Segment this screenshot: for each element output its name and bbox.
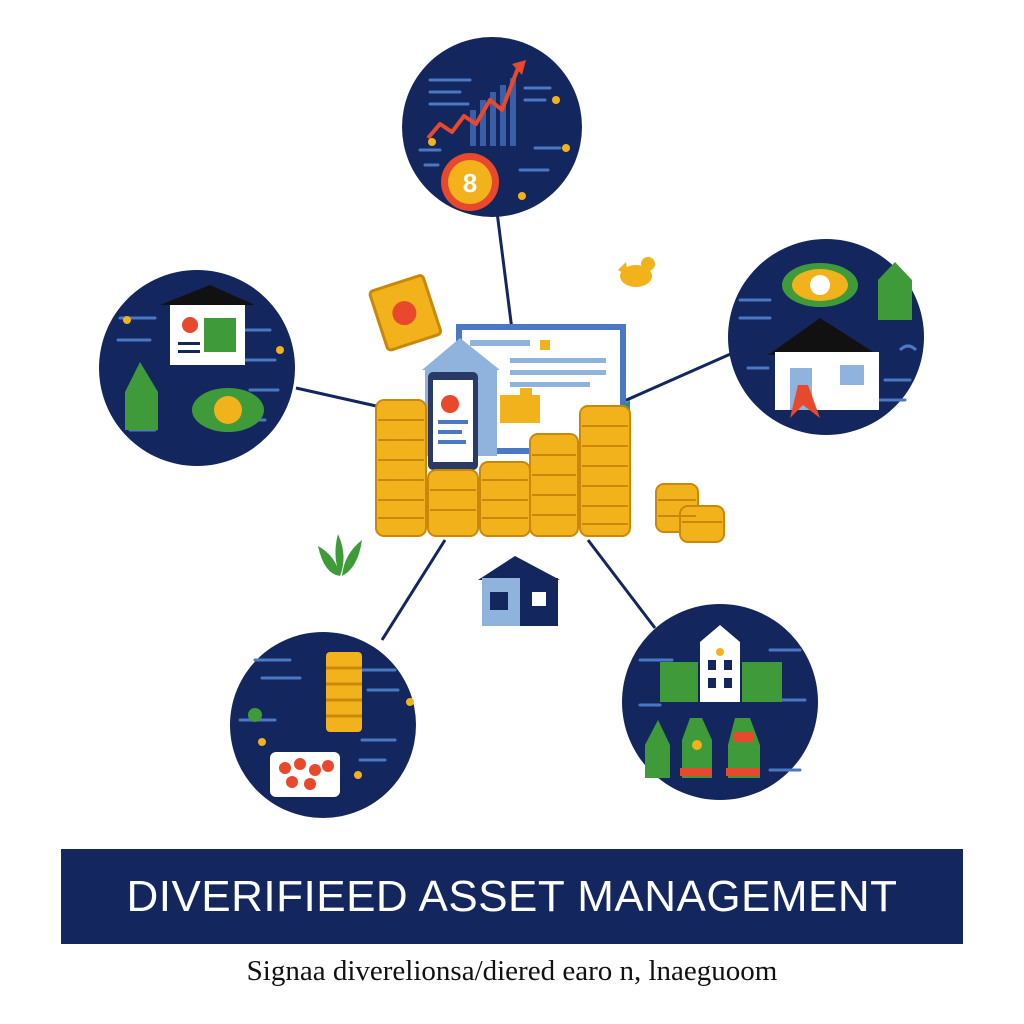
banner-title: DIVERIFIEED ASSET MANAGEMENT (126, 871, 898, 921)
connector-bottom-right (586, 539, 657, 629)
growth-chart-node: 8 (402, 37, 582, 217)
bar-chart-icon (470, 78, 516, 146)
house-roof-icon (160, 285, 255, 305)
connector-lines (295, 211, 736, 641)
dash-lines (418, 78, 562, 172)
small-house-icon (478, 556, 560, 626)
cash-icon (192, 388, 264, 432)
tablet-icon (428, 372, 478, 470)
tree-row-left (660, 662, 698, 702)
arrow-up-icon (512, 60, 526, 75)
line-chart-icon (426, 67, 520, 140)
connector-right (621, 350, 736, 404)
house-icon (768, 318, 879, 410)
leaf-icon (318, 534, 362, 576)
connector-left (295, 386, 386, 410)
svg-text:8: 8 (463, 168, 477, 198)
coin-ridges (378, 419, 722, 525)
location-pin-icon (790, 385, 820, 418)
coin-icon: 8 (441, 153, 499, 211)
documents-node (99, 270, 295, 466)
bird-icon (618, 257, 655, 287)
connector-bottom-left (380, 539, 447, 641)
commodities-node (230, 632, 416, 818)
bank-building-icon (700, 625, 740, 702)
subtitle: Signaa diverelionsa/diered earo n, lnaeg… (246, 955, 778, 987)
real-estate-node (728, 239, 924, 435)
connector-top (495, 211, 514, 331)
tree-icon (878, 262, 912, 320)
title-banner: DIVERIFIEED ASSET MANAGEMENT (61, 849, 963, 944)
gems-icon (270, 752, 340, 797)
tree-row-right (742, 662, 782, 702)
coin-icon (782, 263, 858, 307)
institution-node (622, 604, 818, 800)
tree-icon (125, 362, 158, 430)
figurine-icon (680, 718, 760, 778)
folder-icon (500, 388, 540, 423)
gold-card-icon (368, 274, 443, 352)
coin-stack-icon (326, 652, 362, 732)
center-cluster (318, 257, 725, 626)
